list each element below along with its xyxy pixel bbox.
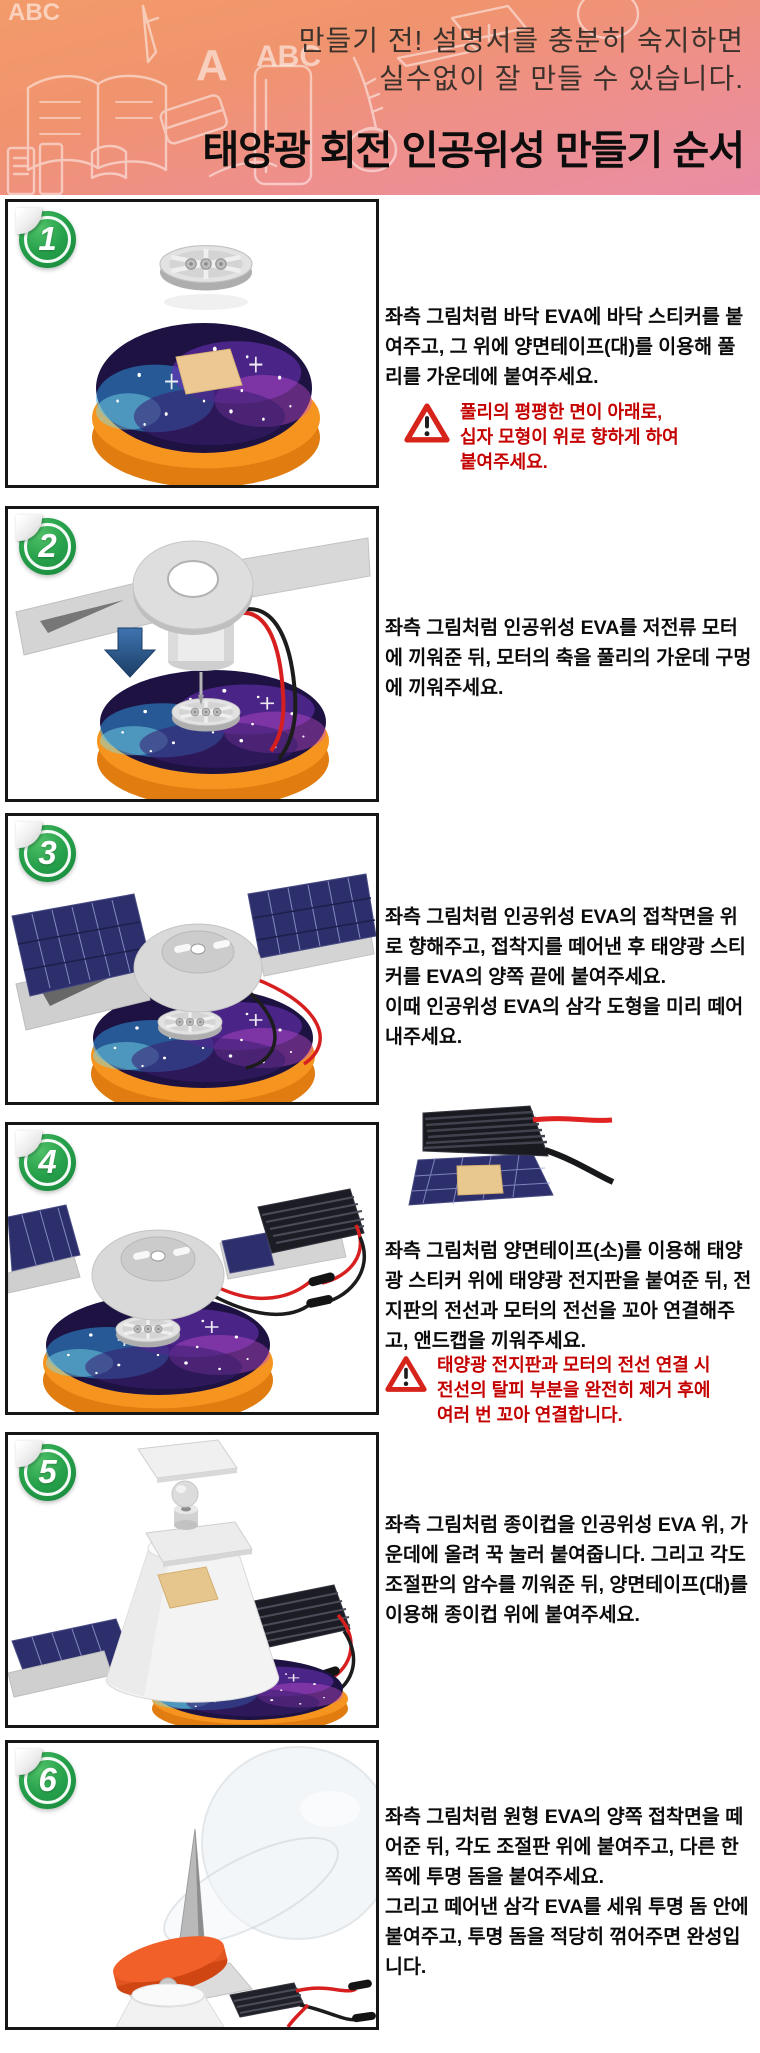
header-notice: 만들기 전! 설명서를 충분히 숙지하면 실수없이 잘 만들 수 있습니다. [299,22,744,98]
step-badge-number: 2 [38,526,57,564]
header-banner: ABC A ABC 만들기 전! 설명서를 충분히 숙지하면 실수없이 잘 만들… [0,0,760,195]
orange-eva-disc [113,1936,228,1996]
step-badge: 6 [16,1749,76,1809]
black-wire [544,1147,615,1185]
black-wire [237,607,298,761]
pulley [114,1314,182,1350]
pulley [170,696,242,734]
step-badge-number: 4 [38,1142,57,1180]
step-6-illustration [113,1746,376,2027]
solar-cell-panel [257,1188,365,1254]
satellite-eva-arm [15,537,371,656]
step-3-figure-box: 3 [5,813,379,1105]
center-hub [91,1229,225,1321]
page-title: 태양광 회전 인공위성 만들기 순서 [202,129,745,173]
step-badge-number: 1 [38,219,57,257]
step-5-instruction: 좌측 그림처럼 종이컵을 인공위성 EVA 위, 가운데에 올려 꾹 눌러 붙여… [385,1514,748,1626]
step-4-figure-box: 4 [5,1122,379,1415]
red-wire [532,1116,613,1123]
shaft-cylinder [174,1504,198,1530]
step-badge: 2 [16,515,76,575]
step-badge: 3 [16,822,76,882]
red-wire [212,1277,315,1300]
badge-circle [19,211,76,268]
step-6-figure-box: 6 [5,1740,379,2030]
double-sided-tape [157,1566,219,1609]
pulley [160,246,252,291]
red-wire [247,974,322,1066]
end-cap [348,1979,372,1991]
solar-sticker-piece [221,1232,275,1274]
satellite-eva-arm [8,1256,81,1294]
warning-text: 태양광 전지판과 모터의 전선 연결 시 전선의 탈피 부분을 완전히 제거 후… [437,1355,711,1425]
solar-sticker-panel-left [8,1204,81,1272]
end-cap [306,1295,333,1308]
step-1-figure-box: 1 [5,199,379,488]
pulley [156,1007,224,1043]
down-arrow-icon [103,627,157,678]
paper-cup [115,1983,225,2027]
step-badge: 4 [16,1131,76,1191]
step-1-illustration [92,202,320,485]
doodle-abc-text-2: ABC [256,40,321,73]
step-3-instruction: 좌측 그림처럼 인공위성 EVA의 접착면을 위로 향해주고, 접착지를 떼어낸… [385,906,746,1048]
step-2-illustration [15,537,371,799]
doodle-a-text: A [196,41,228,90]
step-2-instruction: 좌측 그림처럼 인공위성 EVA를 저전류 모터에 끼워준 뒤, 모터의 축을 … [385,617,752,699]
red-wire [231,611,286,753]
center-hub [133,923,263,1013]
red-wire [295,1986,357,1993]
header-notice-line-2: 실수없이 잘 만들 수 있습니다. [378,63,744,94]
step-6-instruction: 좌측 그림처럼 원형 EVA의 양쪽 접착면을 떼어준 뒤, 각도 조절판 위에… [385,1806,749,1978]
solar-sticker-panel-right [247,873,376,959]
step-badge-number: 6 [38,1760,57,1798]
step-badge-number: 5 [38,1452,57,1490]
warning-icon [385,1355,427,1393]
header-notice-line-1: 만들기 전! 설명서를 충분히 숙지하면 [298,25,744,56]
step-3-illustration [11,873,376,1102]
double-sided-tape [175,348,243,395]
double-sided-tape [456,1164,504,1196]
red-wire [286,2003,310,2027]
step-4-illustration [8,1188,367,1412]
black-wire [238,982,277,1070]
ball-joint [171,1480,199,1508]
step-1-warning: 풀리의 평평한 면이 아래로, 십자 모형이 위로 향하게 하여 붙여주세요. [404,400,754,475]
badge-circle [19,1752,76,1809]
step-5-illustration [8,1439,356,1725]
angle-adjust-plate [145,1521,253,1567]
solar-sticker-panel-left [11,893,153,997]
step-5-figure-box: 5 [5,1432,379,1728]
step-1-instruction: 좌측 그림처럼 바닥 EVA에 바닥 스티커를 붙여주고, 그 위에 양면테이프… [385,306,744,388]
end-cap [352,2011,376,2023]
warning-text: 풀리의 평평한 면이 아래로, 십자 모형이 위로 향하게 하여 붙여주세요. [460,402,679,472]
step-4-instruction: 좌측 그림처럼 양면테이프(소)를 이용해 태양광 스티커 위에 태양광 전지판… [385,1240,752,1352]
solar-cell-panel [422,1105,549,1157]
clear-dome [163,1746,376,1946]
warning-icon [404,402,450,444]
step-2-figure-box: 2 [5,506,379,802]
header-doodles-illustration: ABC A ABC [6,0,640,195]
step-badge-number: 3 [38,833,57,871]
doodle-abc-text: ABC [8,0,60,26]
step-4-warning: 태양광 전지판과 모터의 전선 연결 시 전선의 탈피 부분을 완전히 제거 후… [385,1353,755,1428]
black-wire [299,2003,361,2022]
top-square-plate [137,1439,238,1483]
solar-cell-wiring-closeup-illustration [408,1105,615,1206]
step-badge: 5 [16,1441,76,1501]
step-badge: 1 [16,208,76,268]
end-cap [308,1272,335,1287]
solar-sticker-sheet [408,1153,554,1206]
